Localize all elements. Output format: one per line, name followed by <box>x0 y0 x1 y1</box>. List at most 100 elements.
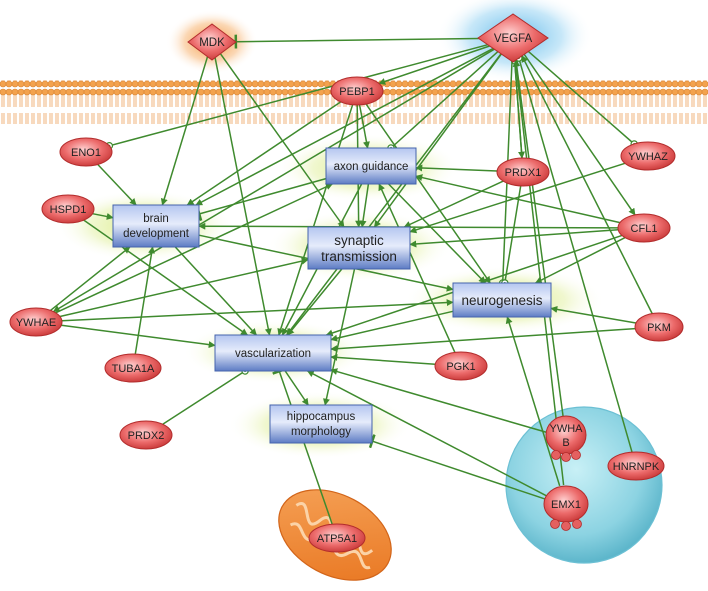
edge-prdx1-to-axon <box>415 164 498 172</box>
edge-vegfa-to-synaptic <box>373 53 502 228</box>
mdk-label: MDK <box>199 37 225 49</box>
edge-vegfa-to-vasc <box>286 53 502 336</box>
hippocampus-morphology-label-line2: morphology <box>291 426 351 438</box>
edge-eno1-to-brain <box>97 163 137 206</box>
edge-vegfa-to-pebp1 <box>378 45 490 85</box>
protein-prdx1[interactable]: PRDX1 <box>496 157 550 187</box>
edge-prdx1-to-synaptic <box>403 180 504 228</box>
pebp1-label: PEBP1 <box>339 86 374 98</box>
edge-pgk1-to-axon <box>378 183 456 353</box>
process-axon-guidance[interactable]: axon guidance <box>325 147 417 185</box>
edge-pebp1-to-axon <box>358 104 370 149</box>
edge-ywhae-to-synaptic <box>59 257 309 318</box>
protein-ywhae[interactable]: YWHAE <box>9 307 63 337</box>
edge-cfl1-to-axon <box>415 174 621 224</box>
hnrnpk-label: HNRNPK <box>613 461 660 473</box>
edge-vegfa-to-eno1 <box>105 43 488 150</box>
edge-cfl1-to-neuro <box>534 236 626 284</box>
edge-pkm-to-vasc <box>330 327 636 353</box>
cfl1-label: CFL1 <box>631 223 658 235</box>
edge-atp5a1-to-vasc <box>272 367 333 525</box>
ywhae-label: YWHAE <box>16 317 56 329</box>
vascularization-label: vascularization <box>235 348 311 360</box>
edge-vegfa-to-axon <box>387 51 499 152</box>
edge-emx1-to-vegfa <box>512 59 565 486</box>
protein-hspd1[interactable]: HSPD1 <box>41 194 95 224</box>
edge-vegfa-to-brain <box>195 47 494 206</box>
edge-axon-to-brain <box>196 177 327 222</box>
pkm-label: PKM <box>647 322 671 334</box>
synaptic-transmission-label-line2: transmission <box>321 249 397 264</box>
neurogenesis-label: neurogenesis <box>461 293 542 308</box>
protein-pebp1[interactable]: PEBP1 <box>330 76 384 106</box>
hippocampus-morphology-label-line1: hippocampus <box>287 411 356 423</box>
protein-pgk1[interactable]: PGK1 <box>434 351 488 381</box>
edge-mdk-to-vasc <box>214 57 272 336</box>
edge-pebp1-to-vasc <box>277 104 354 336</box>
ywhab-label-line1: YWHA <box>550 423 584 435</box>
protein-atp5a1[interactable]: ATP5A1 <box>308 523 366 553</box>
hspd1-label: HSPD1 <box>50 204 87 216</box>
protein-ywhaz[interactable]: YWHAZ <box>620 141 676 171</box>
ywhab-label-line2: B <box>562 437 569 449</box>
edge-pkm-to-vegfa <box>521 55 653 314</box>
vegfa-label: VEGFA <box>494 33 533 45</box>
protein-prdx2[interactable]: PRDX2 <box>119 420 173 450</box>
edge-pebp1-to-neuro <box>365 103 491 284</box>
prdx2-label: PRDX2 <box>128 430 165 442</box>
edge-vasc-to-hippo <box>284 370 309 406</box>
edge-tuba1a-to-brain <box>134 246 156 355</box>
protein-cfl1[interactable]: CFL1 <box>617 213 671 243</box>
edge-axon-to-neuro <box>388 183 486 284</box>
edge-pebp1-to-brain <box>186 101 342 206</box>
ywhaz-label: YWHAZ <box>628 151 668 163</box>
edge-hspd1-to-vasc <box>83 219 248 336</box>
edge-hspd1-to-brain <box>92 212 114 220</box>
process-vascularization[interactable]: vascularization <box>214 334 332 372</box>
edge-ywhae-to-brain <box>50 246 131 311</box>
protein-emx1[interactable]: EMX1 <box>543 485 589 531</box>
brain-development-label-line1: brain <box>143 213 169 225</box>
ligand-mdk[interactable]: MDK <box>187 23 237 61</box>
edge-pgk1-to-vasc <box>330 353 436 365</box>
protein-hnrnpk[interactable]: HNRNPK <box>607 451 665 481</box>
emx1-label: EMX1 <box>551 499 581 511</box>
process-neurogenesis[interactable]: neurogenesis <box>452 282 552 318</box>
edge-ywhab-to-vegfa <box>513 59 564 418</box>
atp5a1-label: ATP5A1 <box>317 533 357 545</box>
edge-vegfa-to-ywhae <box>52 48 495 313</box>
edge-prdx1-to-neuro <box>501 185 522 287</box>
brain-development-label-line2: development <box>123 228 190 240</box>
edge-emx1-to-hippo <box>368 434 546 500</box>
edge-brain-to-vasc <box>174 246 257 336</box>
edge-vegfa-to-mdk <box>234 34 479 49</box>
axon-guidance-label: axon guidance <box>334 161 409 173</box>
eno1-label: ENO1 <box>71 147 101 159</box>
protein-eno1[interactable]: ENO1 <box>59 137 113 167</box>
process-synaptic-transmission[interactable]: synaptic transmission <box>307 226 411 270</box>
edge-vegfa-to-cfl1 <box>523 53 636 216</box>
pgk1-label: PGK1 <box>446 361 475 373</box>
edge-ywhab-to-vasc <box>330 368 547 434</box>
edge-ywhae-to-axon <box>55 183 333 314</box>
edge-prdx1-to-vegfa <box>510 57 523 159</box>
edge-emx1-to-neuro <box>505 316 561 487</box>
tuba1a-label: TUBA1A <box>112 363 155 375</box>
protein-ywhab[interactable]: YWHA B <box>545 415 587 462</box>
edge-prdx2-to-vasc <box>162 367 249 425</box>
protein-pkm[interactable]: PKM <box>634 312 684 342</box>
edge-vegfa-to-ywhaz <box>527 50 638 148</box>
edge-layer <box>50 34 653 525</box>
edge-neuro-to-vasc <box>330 310 454 342</box>
ligand-vegfa[interactable]: VEGFA <box>477 13 549 63</box>
edge-synaptic-to-vasc <box>287 268 343 336</box>
protein-tuba1a[interactable]: TUBA1A <box>104 353 162 383</box>
edge-ywhae-to-neuro <box>61 299 454 322</box>
process-brain-development[interactable]: brain development <box>112 204 200 248</box>
edge-emx1-to-vasc <box>306 370 548 497</box>
edge-ywhaz-to-synaptic <box>409 162 626 234</box>
process-hippocampus-morphology[interactable]: hippocampus morphology <box>269 404 373 444</box>
edge-hnrnpk-to-vegfa <box>515 54 633 453</box>
edge-pkm-to-neuro <box>550 306 637 324</box>
